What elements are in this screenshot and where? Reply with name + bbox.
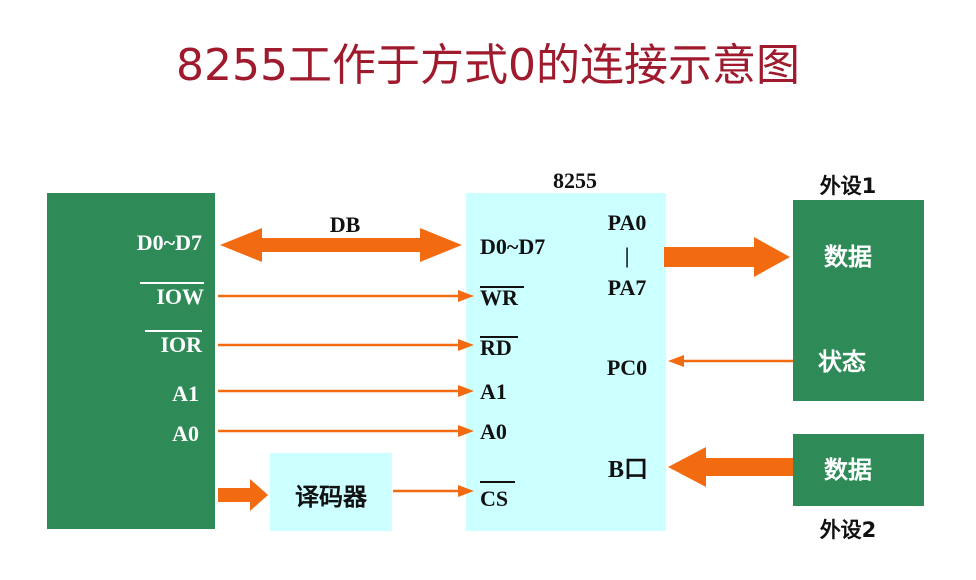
decoder-input-arrow (218, 479, 268, 511)
chip-pa-separator: | (625, 243, 630, 268)
chip-a0-label: A0 (480, 419, 507, 444)
chip-pa7-label: PA7 (608, 275, 647, 300)
chip-rd-label: RD (480, 335, 512, 360)
cpu-a0-label: A0 (172, 421, 199, 446)
chip-name: 8255 (553, 168, 597, 193)
peripheral2-data-label: 数据 (824, 456, 872, 484)
chip-wr-label: WR (480, 285, 519, 310)
pc0-input-arrowhead (668, 355, 684, 367)
cpu-iow-label: IOW (156, 284, 204, 309)
decoder-block (270, 453, 392, 531)
cpu-d-bus-label: D0~D7 (137, 230, 202, 255)
peripheral1-data-label: 数据 (824, 243, 872, 271)
cpu-block (47, 193, 215, 529)
cpu-a1-label: A1 (172, 381, 199, 406)
bus-label: DB (330, 212, 361, 237)
peripheral1-label: 外设1 (820, 174, 877, 198)
chip-portb-label: B口 (608, 457, 648, 483)
peripheral1-block (793, 200, 924, 401)
decoder-label: 译码器 (295, 483, 368, 511)
porta-output-arrow (664, 237, 790, 277)
cpu-ior-label: IOR (160, 332, 203, 357)
chip-cs-label: CS (480, 486, 508, 511)
peripheral2-block (793, 434, 924, 506)
peripheral1-status-label: 状态 (818, 348, 866, 376)
chip-8255-block (466, 193, 666, 531)
chip-a1-label: A1 (480, 379, 507, 404)
chip-pc0-label: PC0 (607, 355, 647, 380)
portb-input-arrow (668, 447, 793, 487)
peripheral2-label: 外设2 (820, 518, 877, 542)
chip-pa0-label: PA0 (608, 210, 647, 235)
control-lines (218, 290, 474, 497)
diagram-title: 8255工作于方式0的连接示意图 (176, 40, 800, 91)
chip-d-bus-label: D0~D7 (480, 234, 545, 259)
data-bus-arrow (220, 228, 462, 262)
